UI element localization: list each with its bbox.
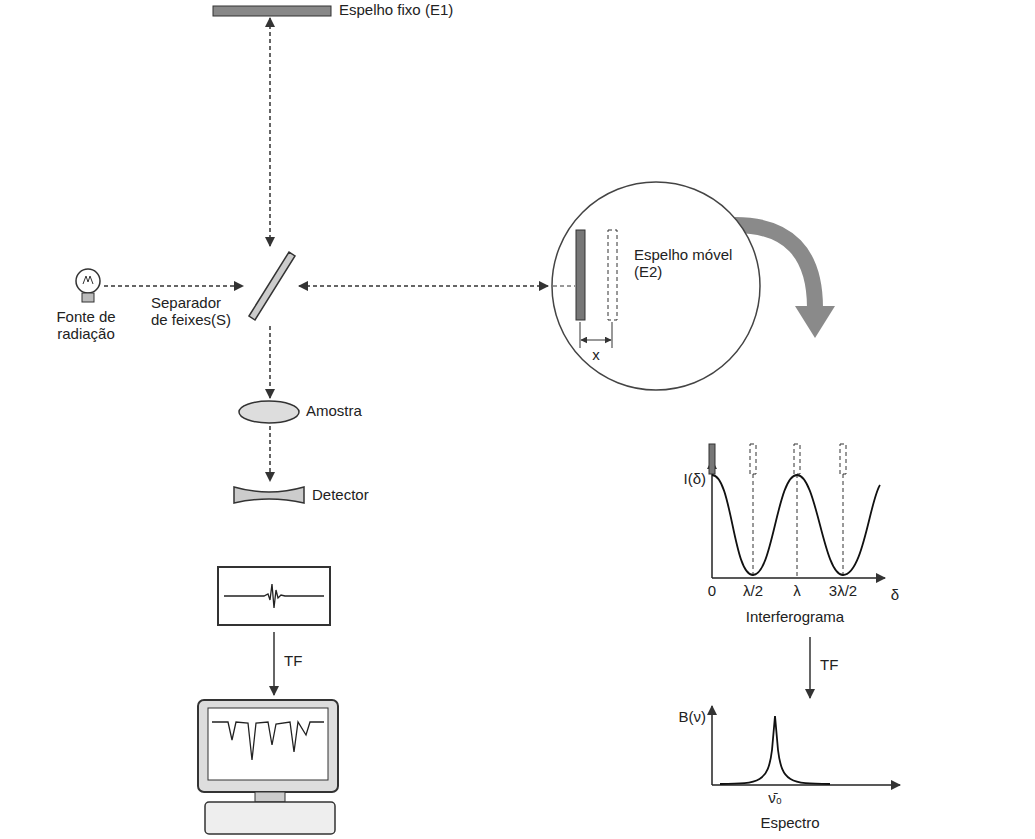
x-axis	[712, 577, 885, 579]
beam-path	[269, 18, 271, 246]
computer-stand	[255, 792, 285, 802]
detector-shape	[232, 483, 306, 507]
y-axis	[711, 460, 713, 578]
magnifier-circle-shape	[550, 180, 762, 392]
fixed-mirror: Espelho fixo (E1)	[213, 6, 331, 16]
axis-label: δ	[891, 586, 899, 603]
beam-splitter-shape	[245, 248, 297, 324]
mirror-positions	[750, 444, 846, 578]
dimension-label: x	[592, 346, 600, 363]
sample: Amostra	[238, 400, 300, 424]
interferogram-trace	[224, 584, 324, 608]
beam-path	[299, 285, 548, 287]
component-label: Espelho móvel (E2)	[634, 246, 744, 281]
fixed-mirror-shape	[213, 6, 331, 16]
x-axis	[712, 784, 900, 786]
tick-label: 0	[708, 582, 716, 599]
sample-shape	[238, 400, 300, 424]
component-label: Interferograma	[700, 608, 890, 625]
edge-label: TF	[820, 656, 838, 673]
component-label: Fonte de radiação	[34, 308, 138, 343]
detector: Detector	[232, 483, 306, 507]
component-label: Detector	[312, 486, 369, 503]
component-label: Amostra	[306, 402, 362, 419]
tick-label: ν̄₀	[768, 789, 782, 806]
beam-splitter: Separador de feixes(S)	[245, 248, 297, 324]
tick-label: λ/2	[743, 582, 763, 599]
spectrum-plot: Espectro	[690, 700, 890, 836]
transform-label: TF	[284, 652, 302, 669]
radiation-source: Fonte de radiação	[74, 268, 102, 304]
beam-path	[269, 326, 271, 398]
radiation-source-shape	[74, 268, 102, 304]
tf-arrow	[273, 632, 275, 695]
screen-area	[208, 708, 328, 780]
axis-label: I(δ)	[683, 470, 706, 487]
computer-screen	[198, 700, 338, 792]
beam-path	[809, 637, 811, 698]
interferogram-plot: Interferograma	[700, 440, 890, 635]
computer-base	[205, 802, 335, 834]
magnifier-circle: Espelho móvel (E2)	[550, 180, 762, 392]
mirror-icon	[709, 444, 715, 474]
axis-label: B(ν)	[679, 708, 707, 725]
spectrum-peak	[720, 716, 830, 784]
tick-label: 3λ/2	[829, 582, 857, 599]
beam-path	[104, 285, 243, 287]
zoom-arrow-head	[795, 306, 835, 338]
component-label: Separador de feixes(S)	[151, 294, 239, 329]
component-label: Espectro	[690, 814, 890, 831]
beam-path	[269, 426, 271, 481]
interferogram-curve	[712, 475, 880, 575]
y-axis	[711, 706, 713, 785]
spectrum-trace	[212, 722, 324, 760]
signal-monitor	[218, 567, 330, 625]
component-label: Espelho fixo (E1)	[339, 1, 453, 18]
tick-label: λ	[793, 582, 801, 599]
